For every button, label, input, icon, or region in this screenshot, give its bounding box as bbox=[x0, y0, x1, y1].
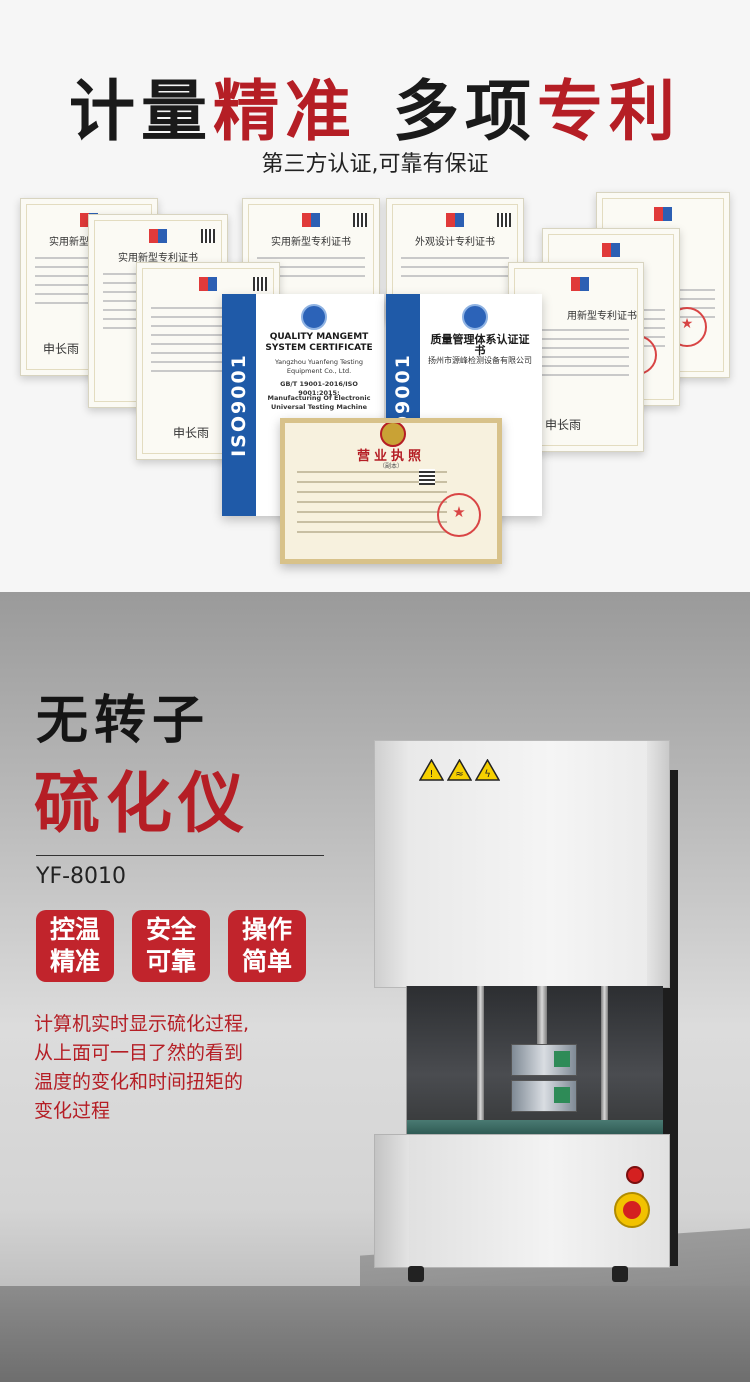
patent-logo-icon bbox=[571, 277, 589, 291]
product-model: YF-8010 bbox=[36, 864, 127, 889]
subtitle: 第三方认证,可靠有保证 bbox=[261, 152, 489, 177]
certificate-title: 实用新型专利证书 bbox=[271, 237, 351, 248]
certificate-signature: 申长雨 bbox=[545, 418, 582, 432]
product-title-line1: 无转子 bbox=[36, 691, 211, 751]
patent-logo-icon bbox=[602, 243, 620, 257]
tag-line2: 可靠 bbox=[145, 947, 196, 976]
tag-line1: 操作 bbox=[241, 915, 292, 944]
iso-en-company: Yangzhou Yuanfeng Testing Equipment Co.,… bbox=[275, 358, 363, 375]
lower-die bbox=[511, 1080, 577, 1112]
warning-electric-icon: ϟ bbox=[475, 759, 500, 781]
patent-logo-icon bbox=[446, 213, 464, 227]
warning-hazard-icon: ! bbox=[419, 759, 444, 781]
product-title-line2: 硫化仪 bbox=[34, 765, 250, 842]
certification-badge-icon bbox=[462, 304, 488, 330]
headline-part2: 精准 bbox=[213, 73, 357, 150]
center-shaft bbox=[537, 986, 547, 1046]
tag-line1: 控温 bbox=[49, 915, 100, 944]
tag-line1: 安全 bbox=[145, 915, 196, 944]
certificate-title: 外观设计专利证书 bbox=[415, 237, 495, 248]
floor bbox=[0, 1286, 750, 1382]
iso-en-standard: GB/T 19001-2016/ISO 9001:2015: bbox=[280, 380, 358, 397]
emergency-stop-button[interactable] bbox=[614, 1192, 650, 1228]
iso-en-title: QUALITY MANGEMT SYSTEM CERTIFICATE bbox=[265, 332, 373, 353]
description-line: 温度的变化和时间扭矩的 bbox=[34, 1071, 244, 1093]
tag-line2: 精准 bbox=[49, 947, 100, 976]
feature-tag-temperature: 控温 精准 bbox=[36, 910, 114, 982]
headline-part3: 多项 bbox=[393, 73, 537, 150]
iso-cn-company: 扬州市源峰检测设备有限公司 bbox=[428, 356, 532, 365]
description-line: 从上面可一目了然的看到 bbox=[34, 1042, 244, 1064]
certificate-title: 实用新型专利证书 bbox=[118, 253, 198, 264]
svg-text:≈: ≈ bbox=[455, 769, 463, 780]
certificate-title: 用新型专利证书 bbox=[567, 311, 637, 322]
svg-text:!: ! bbox=[429, 769, 433, 780]
license-title: 营业执照 bbox=[356, 449, 425, 464]
patent-logo-icon bbox=[302, 213, 320, 227]
certificate-signature: 申长雨 bbox=[173, 426, 210, 440]
national-emblem-icon bbox=[380, 423, 406, 447]
qr-code-icon bbox=[201, 229, 215, 243]
warning-hot-surface-icon: ≈ bbox=[447, 759, 472, 781]
certification-badge-icon bbox=[301, 304, 327, 330]
qr-code-icon bbox=[419, 469, 435, 485]
feature-tag-safety: 安全 可靠 bbox=[132, 910, 210, 982]
business-license: 营业执照 （副本） bbox=[280, 418, 502, 564]
tag-line2: 简单 bbox=[241, 947, 292, 976]
title-divider bbox=[36, 855, 324, 856]
qr-code-icon bbox=[353, 213, 367, 227]
description-line: 变化过程 bbox=[34, 1100, 111, 1122]
start-button[interactable] bbox=[626, 1166, 644, 1184]
guide-rod bbox=[601, 986, 608, 1126]
machine-foot bbox=[408, 1266, 424, 1282]
headline-part1: 计量 bbox=[69, 73, 213, 150]
machine-upper-housing: ! ≈ ϟ bbox=[374, 740, 670, 988]
headline: 计量精准多项专利 bbox=[0, 58, 750, 154]
license-subtitle: （副本） bbox=[378, 463, 403, 470]
upper-die bbox=[511, 1044, 577, 1076]
product-description: 计算机实时显示硫化过程, 从上面可一目了然的看到 温度的变化和时间扭矩的 变化过… bbox=[34, 1010, 294, 1126]
iso-cn-title: 质量管理体系认证证书 bbox=[430, 333, 530, 357]
rheometer-machine-image: ! ≈ ϟ bbox=[368, 740, 688, 1288]
machine-foot bbox=[612, 1266, 628, 1282]
svg-text:ϟ: ϟ bbox=[484, 769, 491, 780]
product-section: 无转子 硫化仪 YF-8010 控温 精准 安全 可靠 操作 简单 计算机实时显… bbox=[0, 592, 750, 1382]
headline-part4: 专利 bbox=[537, 73, 681, 150]
certificate-signature: 申长雨 bbox=[43, 342, 80, 356]
patent-logo-icon bbox=[654, 207, 672, 221]
qr-code-icon bbox=[497, 213, 511, 227]
qr-code-icon bbox=[253, 277, 267, 291]
patent-logo-icon bbox=[149, 229, 167, 243]
iso-band: ISO9001 bbox=[222, 294, 256, 516]
description-line: 计算机实时显示硫化过程, bbox=[34, 1013, 250, 1035]
guide-rod bbox=[477, 986, 484, 1126]
patent-logo-icon bbox=[199, 277, 217, 291]
red-seal-icon bbox=[437, 493, 481, 537]
feature-tag-operation: 操作 简单 bbox=[228, 910, 306, 982]
machine-test-chamber bbox=[406, 986, 663, 1134]
iso-en-scope: Manufacturing Of Electronic Universal Te… bbox=[267, 394, 371, 411]
